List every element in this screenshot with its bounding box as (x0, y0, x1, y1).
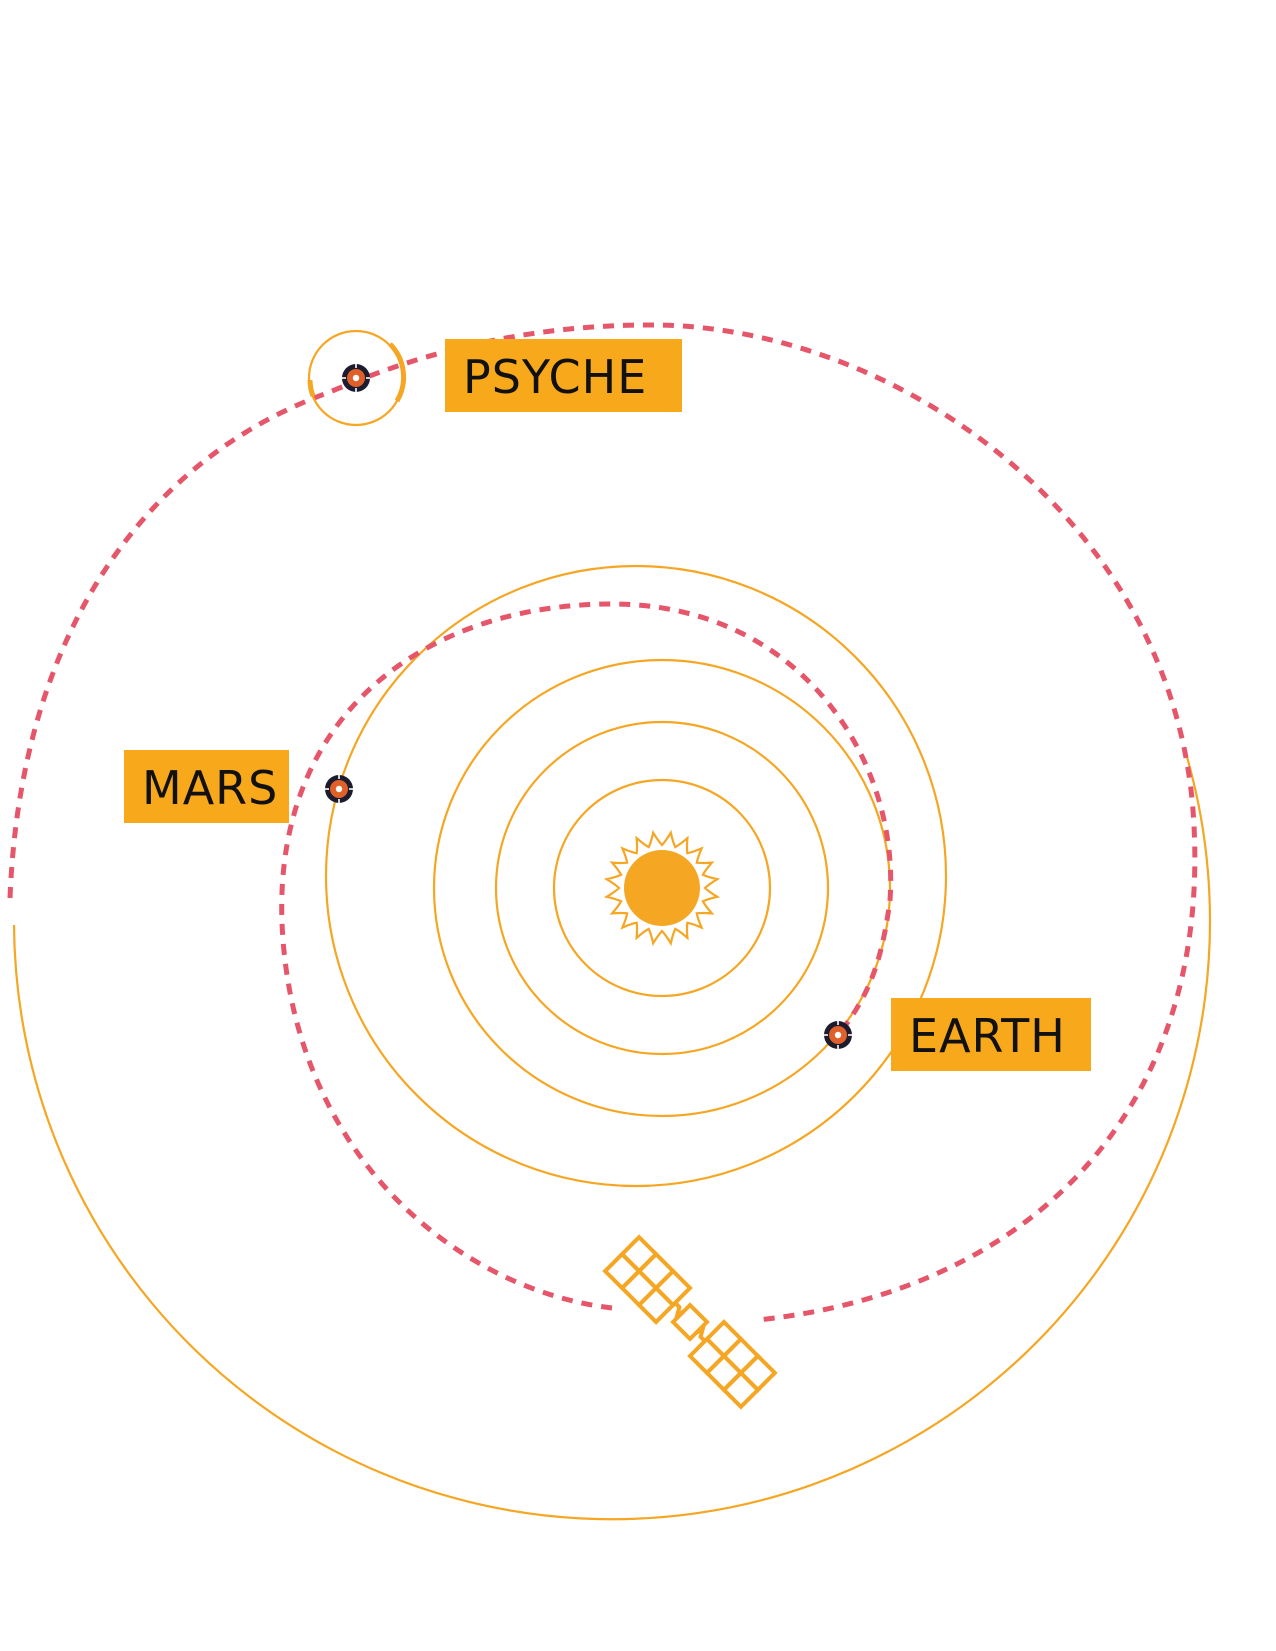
psyche-ring-thick-arc (388, 342, 406, 403)
trajectories (7, 322, 1198, 1323)
sun-icon (603, 829, 721, 947)
label-mars: MARS (124, 750, 289, 823)
label-earth-text: EARTH (909, 1009, 1066, 1063)
label-mars-box (124, 750, 289, 823)
target-marker-icon (342, 364, 370, 392)
solar-array-right (687, 1319, 778, 1410)
trajectory-outer (7, 322, 1198, 1323)
connector-right (695, 1325, 707, 1343)
label-psyche-box (445, 339, 682, 412)
orbit-2 (494, 720, 830, 1056)
target-marker-icon (325, 775, 353, 803)
label-earth: EARTH (891, 998, 1091, 1071)
label-earth-box (891, 998, 1091, 1071)
label-mars-text: MARS (142, 761, 278, 815)
trajectory-inner (279, 601, 894, 1311)
sun-rays (603, 829, 721, 947)
spacecraft-icon (602, 1234, 778, 1410)
orbit-1 (552, 778, 772, 998)
orbits (12, 564, 1212, 1521)
psyche-marker (307, 329, 406, 427)
sun-core (624, 850, 700, 926)
label-psyche: PSYCHE (445, 339, 682, 412)
target-marker-icon (824, 1021, 852, 1049)
label-psyche-text: PSYCHE (463, 350, 647, 404)
orbit-3 (432, 658, 892, 1118)
solar-array-left (602, 1234, 693, 1325)
orbit-mars (324, 564, 948, 1188)
orbit-psyche (12, 756, 1212, 1521)
psyche-ring-thick-arc-left (307, 379, 316, 397)
